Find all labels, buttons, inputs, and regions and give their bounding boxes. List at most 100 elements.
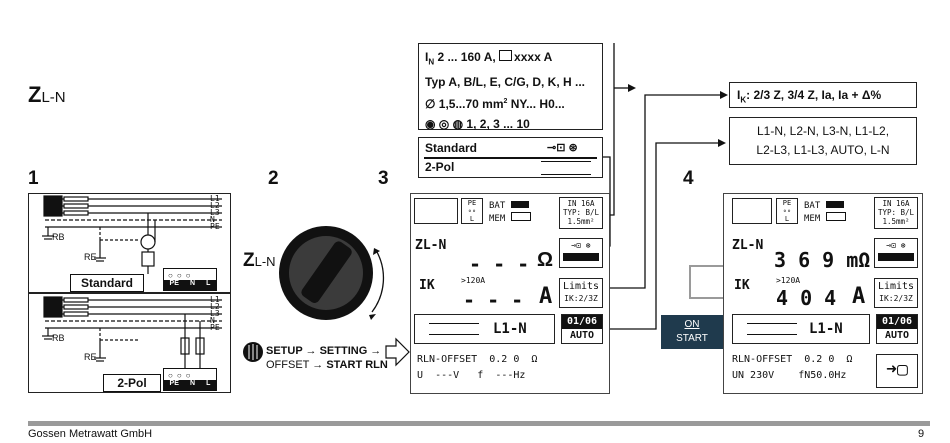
socket-l: L — [206, 280, 211, 287]
fuse-info-box: IN 2 ... 160 A, xxxx A Typ A, B/L, E, C/… — [418, 43, 603, 131]
ik-small: >120A — [776, 276, 801, 285]
phase-line-2: L2-L3, L1-L3, AUTO, L-N — [756, 143, 890, 157]
connector-lines — [599, 43, 720, 330]
label-l2: L2 — [210, 201, 220, 210]
section-heading: ZL-N — [28, 82, 66, 108]
bat-mem: BAT MEM — [804, 200, 846, 225]
step-number-2: 2 — [268, 168, 279, 189]
footer-rule — [28, 421, 930, 426]
heading-main: Z — [28, 82, 42, 107]
save-icon: ➜▢ — [886, 359, 908, 380]
on-start-button[interactable]: ON START — [661, 315, 723, 349]
offset-label: RLN-OFFSET — [732, 354, 793, 365]
phase-value: L1-N — [809, 321, 843, 337]
probe-small-icon — [429, 323, 479, 335]
offset-row: RLN-OFFSET 0.2 0 Ω — [732, 354, 852, 365]
u-label: UN 230V — [732, 370, 775, 381]
standard-socket: PE N L ○○○ — [163, 268, 217, 291]
re-label-bottom: RE — [84, 352, 97, 362]
phase-info-box: L1-N, L2-N, L3-N, L1-L2, L2-L3, L1-L3, A… — [729, 117, 917, 165]
phase-select-button[interactable]: L1-N — [732, 314, 870, 344]
on-label: ON — [684, 319, 700, 330]
mem-label: MEM — [804, 214, 821, 224]
probe-select-button[interactable]: ⊸⊡ ⊛ — [559, 238, 603, 268]
ik-label: IK — [419, 278, 435, 293]
phase-line-1: L1-N, L2-N, L3-N, L1-L2, — [756, 124, 890, 138]
start-label: START — [676, 333, 708, 344]
plug-icon: ⊸⊡ ⊛ — [547, 142, 578, 154]
two-pole-line-labels: L1 L2 L3 N PE — [210, 295, 220, 332]
two-pole-busbars — [42, 296, 222, 374]
knob-label-main: Z — [243, 250, 255, 271]
label-l1: L1 — [210, 295, 220, 304]
probe-info-box: Standard 2-Pol ⊸⊡ ⊛ — [418, 137, 603, 178]
probe-row-2pol: 2-Pol — [425, 160, 455, 174]
fuse-line-4: ◉ ◎ ◍ 1, 2, 3 ... 10 — [425, 117, 530, 132]
ik-unit: A — [852, 284, 866, 309]
label-l1: L1 — [210, 194, 220, 203]
u-label: U — [417, 370, 424, 381]
phase-select-button[interactable]: L1-N — [414, 314, 555, 344]
ik-small: >120A — [461, 276, 486, 285]
save-button[interactable]: ➜▢ — [876, 354, 918, 388]
instruction-line-2a: OFFSET → — [266, 359, 327, 371]
memory-icon — [510, 212, 531, 221]
rotary-switch[interactable] — [279, 226, 385, 320]
setup-instructions: SETUP → SETTING → OFFSET → START RLN — [266, 344, 388, 372]
f-label: f — [477, 370, 484, 381]
u-value: ---V — [435, 370, 460, 381]
socket-n: N — [189, 280, 196, 287]
step-number-4: 4 — [683, 168, 694, 189]
two-pole-button[interactable]: 2-Pol — [103, 374, 161, 392]
offset-label: RLN-OFFSET — [417, 354, 478, 365]
ik-value: - - - — [463, 288, 524, 312]
z-label: ZL-N — [732, 238, 764, 253]
battery-icon — [510, 201, 529, 208]
label-pe: PE — [210, 222, 220, 231]
rb-label-top: RB — [52, 232, 65, 242]
footer-company: Gossen Metrawatt GmbH — [28, 428, 153, 440]
page-number: 9 — [918, 428, 925, 440]
f-value: ---Hz — [495, 370, 526, 381]
socket-l: L — [206, 380, 211, 387]
pe-status-block: PE∘∘L — [461, 198, 483, 224]
probe-row-standard: Standard — [425, 141, 478, 155]
offset-value: 0.2 0 — [489, 354, 520, 365]
probe-select-button[interactable]: ⊸⊡ ⊛ — [874, 238, 918, 268]
battery-icon — [825, 201, 844, 208]
phase-value: L1-N — [493, 321, 527, 337]
heading-sub: L-N — [41, 89, 66, 106]
standard-line-labels: L1 L2 L3 N PE — [210, 194, 220, 231]
offset-unit: Ω — [531, 354, 538, 365]
label-l2: L2 — [210, 302, 220, 311]
socket-pe: PE — [169, 380, 179, 387]
bat-mem: BAT MEM — [489, 200, 531, 225]
instruction-line-2b: START RLN — [326, 359, 388, 371]
flow-arrow-to-screen3 — [385, 337, 410, 367]
rb-label-bottom: RB — [52, 333, 65, 343]
z-unit: Ω — [537, 249, 554, 271]
cable-icons: ◉ ◎ ◍ — [425, 117, 467, 132]
memory-icon — [825, 212, 846, 221]
standard-button[interactable]: Standard — [70, 274, 144, 292]
pe-status-block: PE∘∘L — [776, 198, 798, 224]
step-number-3: 3 — [378, 168, 389, 189]
bat-label: BAT — [489, 201, 506, 211]
label-pe: PE — [210, 323, 220, 332]
label-l3: L3 — [210, 208, 220, 217]
probe-icon — [541, 161, 591, 175]
probe-small-icon — [747, 323, 797, 335]
label-n: N — [210, 316, 215, 325]
ik-value: 4 0 4 — [776, 286, 837, 310]
offset-value: 0.2 0 — [804, 354, 835, 365]
ik-label: IK — [734, 278, 750, 293]
